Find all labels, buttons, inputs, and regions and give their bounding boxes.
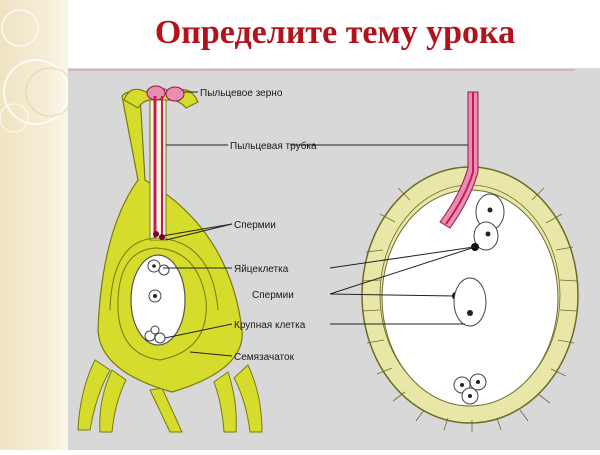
decorative-strip: [0, 0, 75, 450]
label-pollen-tube: Пыльцевая трубка: [230, 140, 317, 152]
fertilization-diagram: Пыльцевое зерно Пыльцевая трубка Спермии…: [68, 69, 579, 433]
label-sperm-mid: Спермии: [252, 290, 294, 301]
diagram-panel: Пыльцевое зерно Пыльцевая трубка Спермии…: [68, 68, 600, 450]
pistil-body: [97, 91, 243, 393]
label-pollen-grain: Пыльцевое зерно: [200, 88, 283, 99]
label-ovule: Семязачаток: [234, 352, 295, 363]
ovule-section-drawing: [361, 91, 579, 432]
pollen-grain-icon: [165, 86, 185, 102]
label-egg-cell: Яйцеклетка: [234, 264, 289, 275]
leader-lines: [161, 91, 476, 357]
label-large-cell: Крупная клетка: [234, 320, 306, 331]
pistil-drawing: [77, 85, 263, 433]
decorative-rings-icon: [0, 9, 75, 133]
slide-title: Определите тему урока: [154, 14, 516, 51]
label-sperm-top: Спермии: [234, 220, 276, 231]
